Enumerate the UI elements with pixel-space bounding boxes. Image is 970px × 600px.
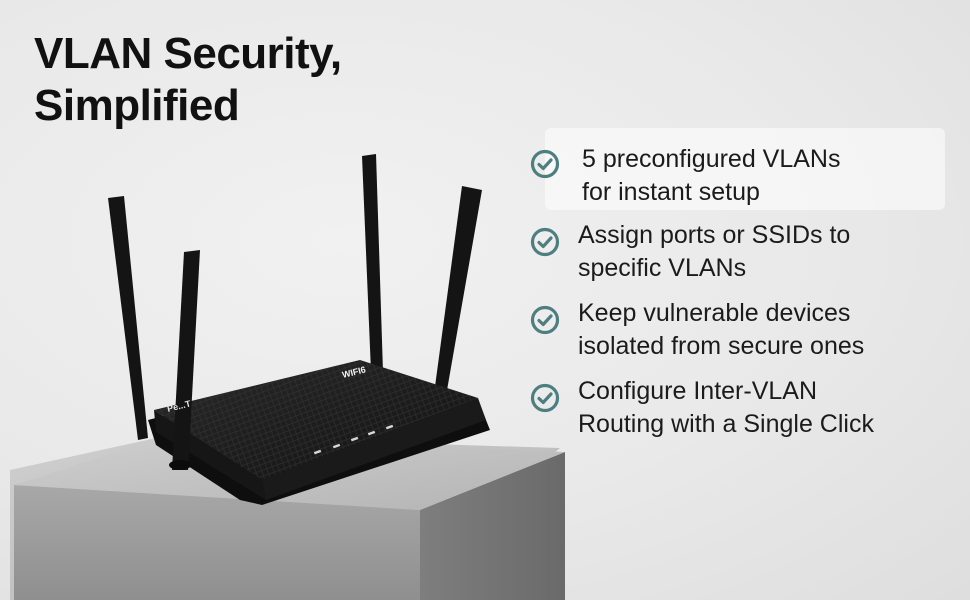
feature-highlight-panel (545, 128, 945, 210)
feature-text: Assign ports or SSIDs to specific VLANs (578, 219, 850, 285)
feature-text: 5 preconfigured VLANs for instant setup (582, 143, 840, 209)
stone-pedestal (10, 436, 565, 600)
check-circle-icon (530, 305, 560, 335)
antenna-front (172, 250, 200, 470)
feature-item: Keep vulnerable devices isolated from se… (530, 297, 950, 375)
check-circle-icon (530, 149, 560, 179)
page-headline: VLAN Security, Simplified (34, 28, 342, 132)
check-circle-icon (530, 227, 560, 257)
feature-line-1: Assign ports or SSIDs to (578, 221, 851, 249)
feature-text: Configure Inter-VLAN Routing with a Sing… (578, 375, 874, 441)
headline-line-1: VLAN Security, (34, 29, 342, 78)
check-circle-icon (530, 383, 560, 413)
feature-item: Configure Inter-VLAN Routing with a Sing… (530, 375, 950, 453)
feature-line-2: Routing with a Single Click (578, 410, 874, 438)
feature-line-2: specific VLANs (578, 254, 747, 282)
feature-item: Assign ports or SSIDs to specific VLANs (530, 219, 950, 297)
headline-line-2: Simplified (34, 81, 240, 130)
feature-line-1: Configure Inter-VLAN (578, 377, 818, 405)
antenna-back-right (434, 186, 482, 396)
feature-text: Keep vulnerable devices isolated from se… (578, 297, 864, 363)
feature-item: 5 preconfigured VLANs for instant setup (530, 141, 950, 219)
feature-list: 5 preconfigured VLANs for instant setup … (530, 141, 950, 453)
antenna-back-left (108, 196, 148, 440)
feature-line-1: Keep vulnerable devices (578, 299, 851, 327)
feature-line-1: 5 preconfigured VLANs (582, 145, 841, 173)
feature-line-2: isolated from secure ones (578, 332, 865, 360)
router-device: Pe...T WIFI6 (108, 154, 490, 505)
feature-line-2: for instant setup (582, 178, 760, 206)
antenna-back-center (362, 154, 383, 372)
